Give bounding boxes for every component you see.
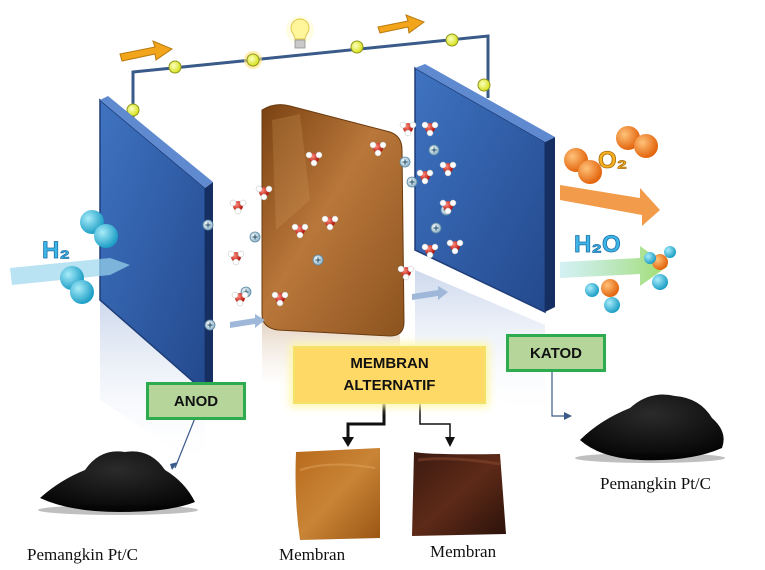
hydronium-ion — [421, 243, 439, 259]
hydronium-ion — [227, 250, 245, 266]
hydronium-ion — [321, 215, 339, 231]
membrane-sample-1 — [295, 448, 380, 540]
cathode-label: KATOD — [506, 334, 606, 372]
anode-connector — [174, 417, 196, 469]
catalyst-powder-right — [575, 394, 725, 463]
flow-arrow-icon — [230, 314, 265, 328]
water-formula: H₂O — [574, 231, 621, 258]
hydronium-ion — [439, 199, 457, 215]
hydronium-ion — [421, 121, 439, 137]
proton-icon — [312, 254, 324, 266]
cathode-electrode — [414, 64, 555, 314]
electron-icon — [126, 103, 140, 117]
catalyst-caption-right: Pemangkin Pt/C — [600, 474, 711, 493]
hydronium-group — [227, 121, 464, 307]
hydronium-ion — [399, 121, 417, 137]
light-bulb-icon — [286, 16, 314, 49]
flow-arrow-icon — [377, 14, 426, 34]
electron-icon — [168, 60, 182, 74]
catalyst-caption-left: Pemangkin Pt/C — [27, 545, 138, 564]
flow-arrow-icon — [412, 286, 448, 300]
hydronium-ion — [255, 185, 273, 201]
hydronium-ion — [397, 265, 415, 281]
hydronium-ion — [271, 291, 289, 307]
anode-label: ANOD — [146, 382, 246, 420]
cathode-reflection — [415, 270, 545, 420]
membrane-sample-1-caption: Membran — [279, 545, 346, 564]
flow-arrow-icon — [119, 40, 174, 62]
proton-icon — [204, 319, 216, 331]
electron-icon — [246, 53, 260, 67]
membrane-sample-2 — [412, 452, 506, 536]
electron-icon — [477, 78, 491, 92]
hydrogen-formula: H₂ — [42, 237, 70, 264]
electron-icon — [350, 40, 364, 54]
membrane-label-line1: MEMBRAN — [350, 355, 429, 372]
hydronium-ion — [229, 199, 247, 215]
hydronium-ion — [291, 223, 309, 239]
wire-electrons — [126, 33, 491, 117]
hydronium-ion — [439, 161, 457, 177]
hydronium-ion — [416, 169, 434, 185]
hydronium-ion — [305, 151, 323, 167]
hydronium-ion — [369, 141, 387, 157]
proton-icon — [399, 156, 411, 168]
catalyst-powder-left — [38, 451, 198, 515]
membrane-label: MEMBRAN ALTERNATIF — [293, 346, 486, 404]
hydronium-ion — [231, 291, 249, 307]
water-outflow — [560, 246, 676, 313]
hydrogen-inflow — [10, 210, 130, 304]
oxygen-formula: O₂ — [598, 147, 627, 174]
membrane-arrow-right — [419, 404, 451, 438]
membrane-arrow-left — [346, 404, 386, 438]
proton-icon — [406, 176, 418, 188]
proton-icon — [202, 219, 214, 231]
hydronium-ion — [446, 239, 464, 255]
membrane-label-line2: ALTERNATIF — [343, 377, 436, 394]
membrane-sample-2-caption: Membran — [430, 542, 497, 561]
proton-icon — [428, 144, 440, 156]
oxygen-inflow — [560, 126, 660, 226]
cathode-connector — [551, 372, 570, 417]
proton-icon — [249, 231, 261, 243]
electron-icon — [445, 33, 459, 47]
anode-electrode — [99, 96, 213, 394]
proton-icon — [430, 222, 442, 234]
